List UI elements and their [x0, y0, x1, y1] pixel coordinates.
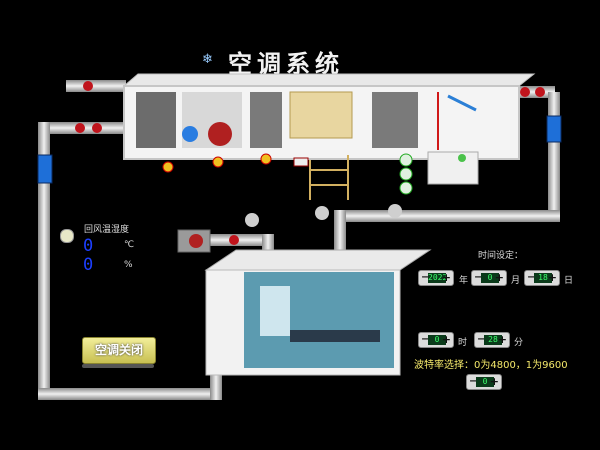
right-return-pipe — [340, 210, 560, 222]
filter-section-1 — [136, 92, 176, 148]
time-setting-label: 时间设定： — [478, 251, 524, 261]
status-lamp-icon — [399, 181, 413, 195]
damper-rod — [447, 94, 477, 112]
hour-unit: 时 — [458, 338, 468, 348]
right-riser-pipe — [548, 92, 560, 220]
baud-label: 波特率选择：0为4800，1为9600 — [414, 360, 568, 371]
valve-icon — [535, 87, 545, 97]
return-drop-pipe — [334, 210, 346, 256]
humidity-sensor-right — [546, 115, 562, 143]
temp-unit: ℃ — [124, 240, 135, 250]
plus-icon[interactable]: + — [441, 333, 451, 346]
humidity-unit: % — [124, 260, 133, 270]
humidity-sensor-left — [37, 154, 53, 184]
temp-sensor-icon — [212, 156, 224, 168]
pressure-gauge-icon — [388, 204, 402, 218]
left-riser-pipe — [38, 122, 50, 400]
plus-icon[interactable]: + — [494, 271, 504, 284]
inlet-pipe — [66, 80, 126, 92]
ahu-top-face — [122, 73, 536, 87]
filter-section-2 — [372, 92, 418, 148]
minus-icon[interactable]: − — [421, 334, 430, 345]
day-unit: 日 — [564, 276, 574, 286]
status-lamp-icon — [399, 167, 413, 181]
temp-sensor-icon — [260, 153, 272, 165]
damper-actuator — [293, 157, 309, 167]
hour-stepper[interactable]: − 0 + — [418, 332, 454, 348]
day-stepper[interactable]: − 18 + — [524, 270, 560, 286]
valve-icon — [92, 123, 102, 133]
snowflake-icon: ❄ — [202, 52, 213, 67]
heater-section — [289, 91, 353, 139]
plus-icon[interactable]: + — [489, 375, 499, 388]
month-stepper[interactable]: − 0 + — [471, 270, 507, 286]
minus-icon[interactable]: − — [421, 272, 430, 283]
control-box — [427, 151, 479, 185]
button-base — [82, 364, 154, 368]
plus-icon[interactable]: + — [497, 333, 507, 346]
return-air-label: 回风温湿度 — [84, 225, 130, 235]
motor-icon — [182, 126, 198, 142]
valve-icon — [520, 87, 530, 97]
supply-duct — [210, 234, 272, 246]
room-top — [204, 249, 432, 271]
blower-fan-icon — [189, 234, 203, 248]
temp-sensor-icon — [162, 161, 174, 173]
valve-icon — [229, 235, 239, 245]
baud-stepper[interactable]: − 0 + — [466, 374, 502, 390]
minute-stepper[interactable]: − 28 + — [474, 332, 510, 348]
bottom-loop-pipe — [38, 388, 218, 400]
pressure-gauge-icon — [315, 206, 329, 220]
year-stepper[interactable]: − 2022 + — [418, 270, 454, 286]
fan-icon — [208, 122, 232, 146]
minute-unit: 分 — [514, 338, 524, 348]
plus-icon[interactable]: + — [441, 271, 451, 284]
minus-icon[interactable]: − — [477, 334, 486, 345]
minus-icon[interactable]: − — [469, 376, 478, 387]
minus-icon[interactable]: − — [527, 272, 536, 283]
thermometer-icon — [60, 229, 74, 243]
control-indicator-icon — [458, 154, 466, 162]
valve-icon — [83, 81, 93, 91]
minus-icon[interactable]: − — [474, 272, 483, 283]
coil-section — [250, 92, 282, 148]
return-air-temp: 0 — [83, 236, 94, 256]
year-unit: 年 — [459, 276, 469, 286]
ac-off-button[interactable]: 空调关闭 — [82, 337, 156, 364]
month-unit: 月 — [511, 276, 521, 286]
return-air-humidity: 0 — [83, 255, 94, 275]
status-lamp-icon — [399, 153, 413, 167]
pressure-gauge-icon — [245, 213, 259, 227]
valve-icon — [75, 123, 85, 133]
page-title: 空调系统 — [228, 50, 344, 78]
plus-icon[interactable]: + — [547, 271, 557, 284]
